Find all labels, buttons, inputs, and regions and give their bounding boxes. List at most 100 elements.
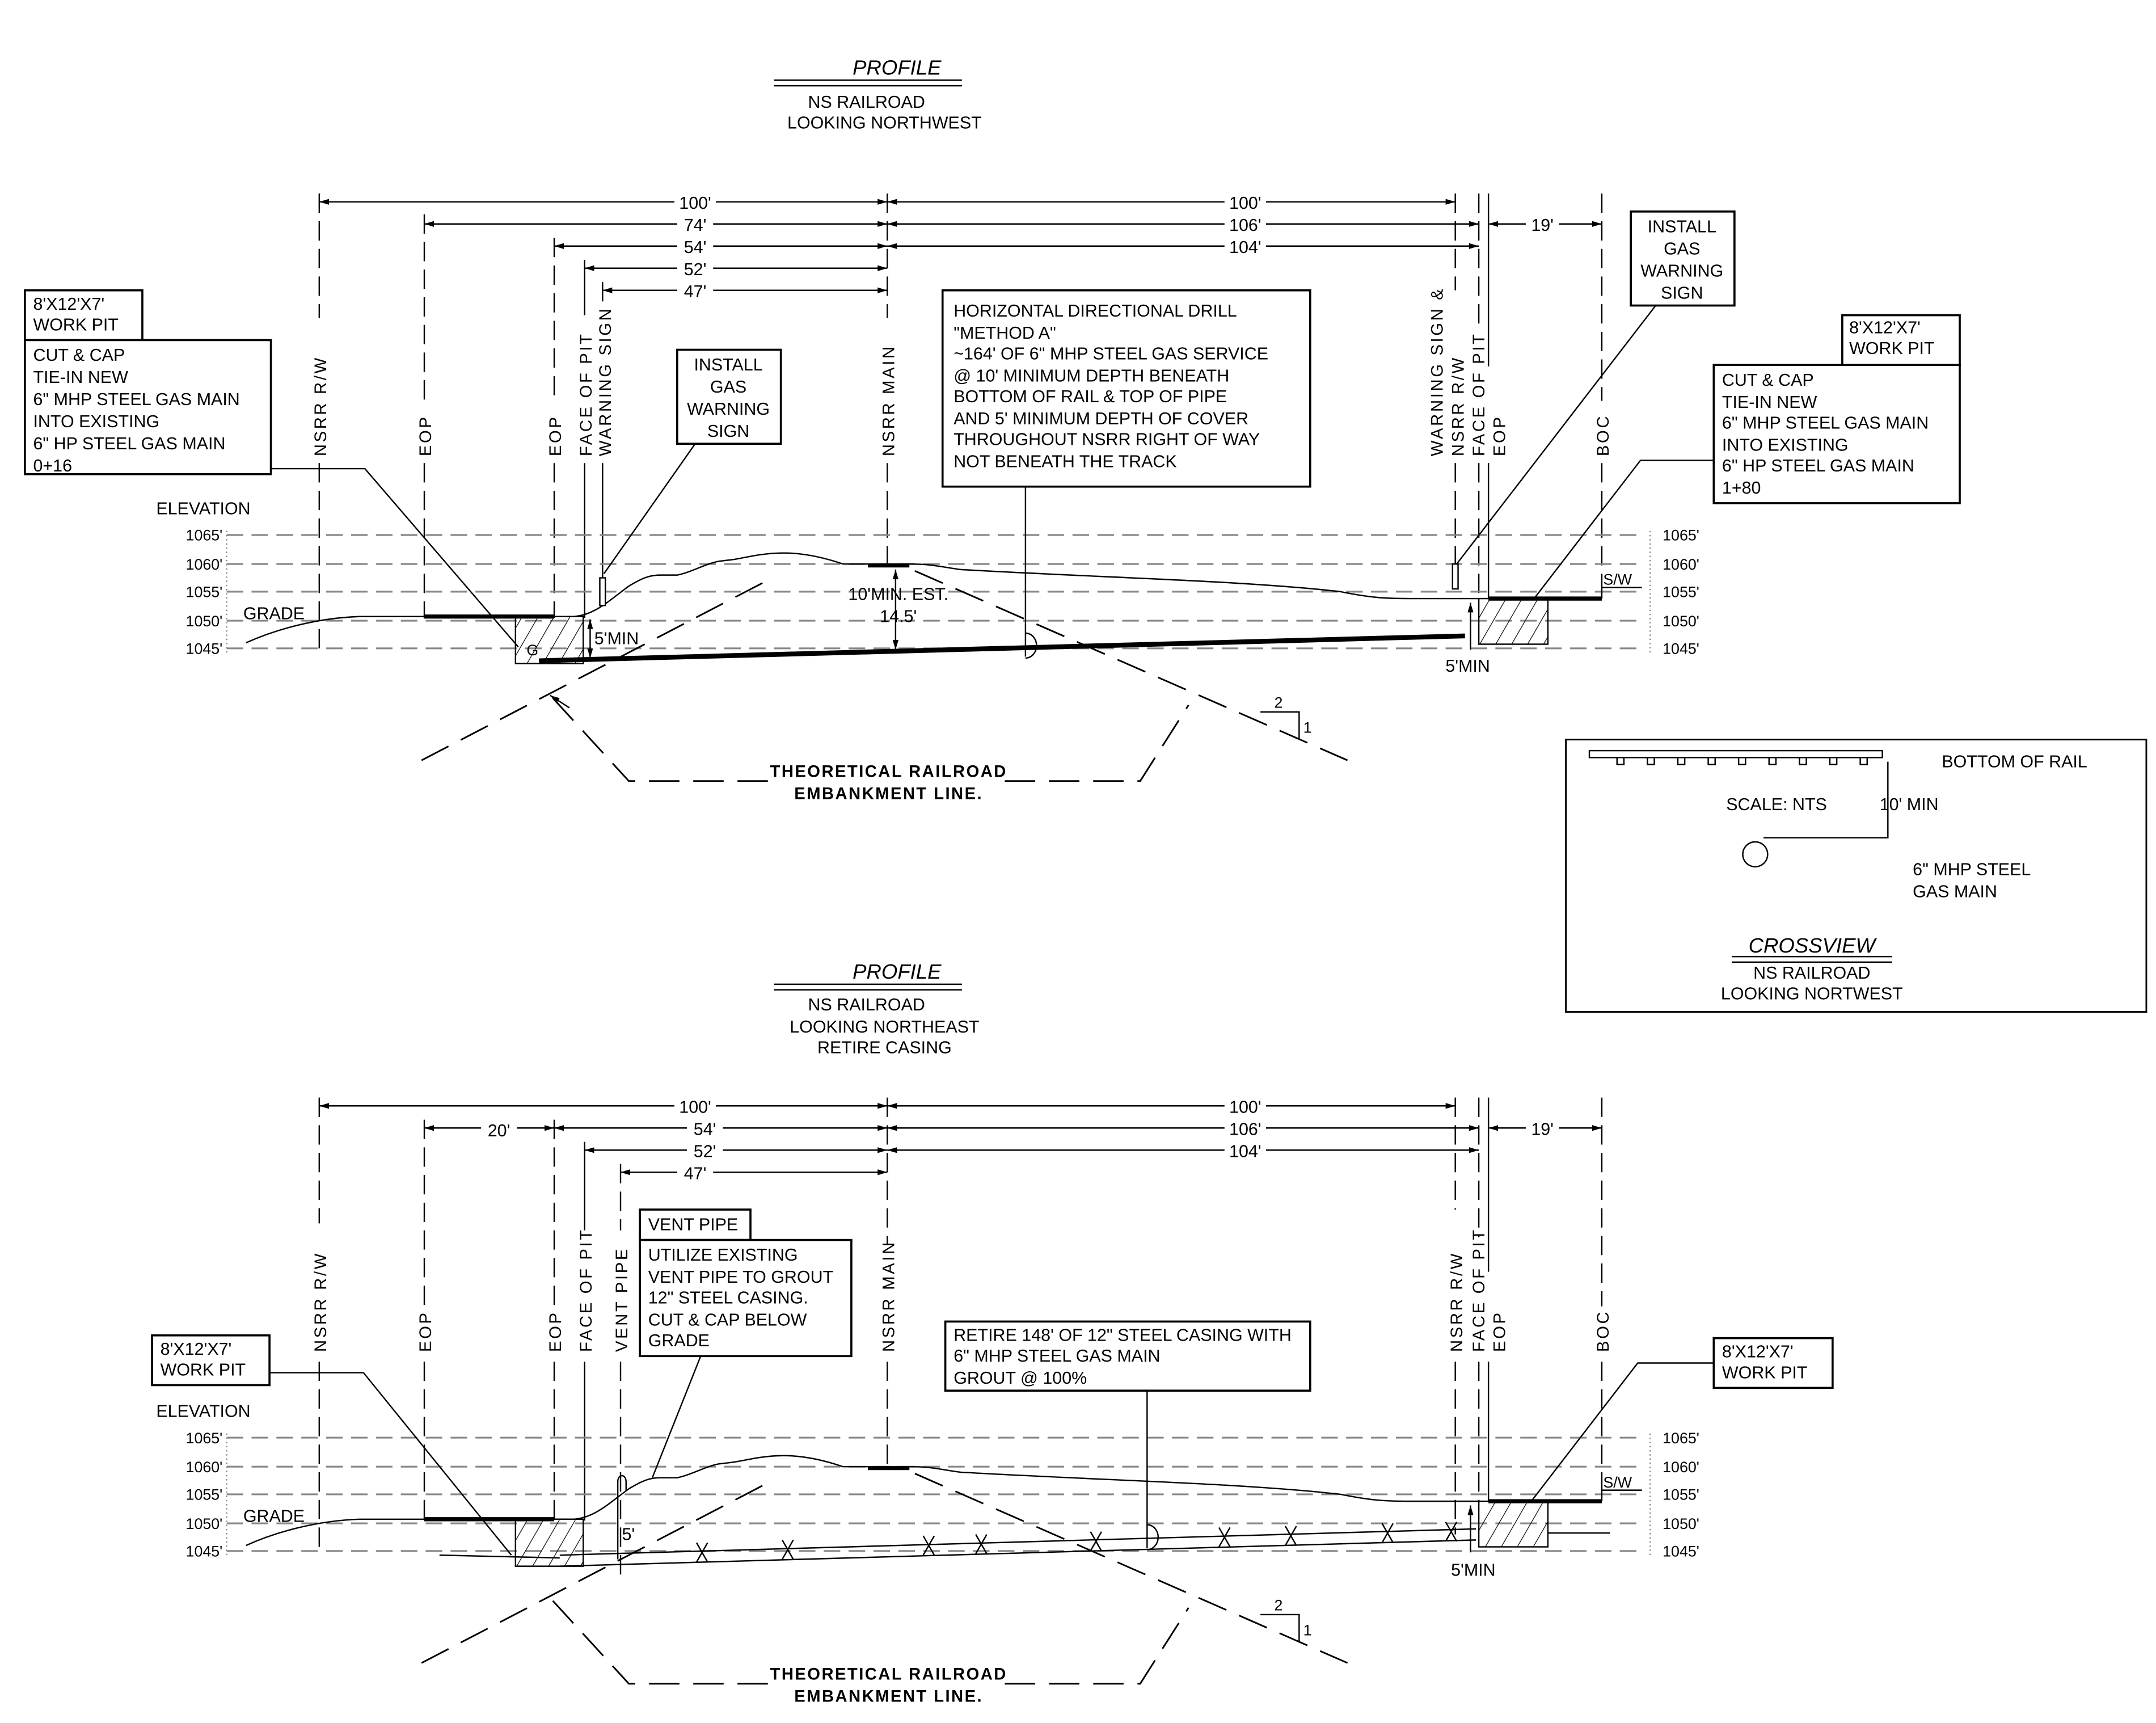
pipe-label: 6" MHP STEEL [1913,860,2031,879]
top-profile-subtitle: LOOKING NORTHWEST [787,113,982,133]
min-cover-label: 5'MIN [1445,656,1490,676]
dim-label: 74' [684,216,707,235]
ref-label-face-of-pit: FACE OF PIT [1470,1228,1488,1352]
right-pit-callout: 8'X12'X7' WORK PIT [1530,1337,1834,1502]
pipe-label: GAS MAIN [1913,882,1997,901]
callout-text: VENT PIPE [648,1215,738,1235]
bottom-of-rail-label: BOTTOM OF RAIL [1942,752,2087,771]
right-work-pit [1478,597,1549,645]
slope-rise: 2 [1274,1597,1282,1614]
ref-label-warning-sign: WARNING SIGN [597,307,615,457]
left-sign-callout: INSTALL GAS WARNING SIGN [603,348,782,574]
ref-label-nsrr-rw: NSRR R/W [1448,1252,1466,1352]
callout-text: 8'X12'X7' [161,1339,232,1359]
elevation-tick: 1050' [186,613,223,630]
callout-text: 6" HP STEEL GAS MAIN [33,434,225,453]
steel-casing [439,1522,1610,1567]
callout-text: ~164' OF 6" MHP STEEL GAS SERVICE [953,344,1268,364]
left-pit-callout: 8'X12'X7' WORK PIT CUT & CAP TIE-IN NEW … [24,289,519,648]
vent-pipe [617,1475,627,1560]
callout-text: HORIZONTAL DIRECTIONAL DRILL [953,301,1237,321]
elevation-tick: 1060' [186,556,223,573]
callout-text: 1+80 [1722,478,1761,498]
embankment-label: EMBANKMENT LINE. [794,785,983,803]
bottom-profile-subtitle: LOOKING NORTHEAST [790,1017,979,1037]
ref-label-face-of-pit: FACE OF PIT [1470,332,1488,456]
elevation-tick: 1060' [186,1459,223,1476]
min-cover-label: 5'MIN [594,629,639,648]
gas-main-icon [1742,841,1769,867]
bottom-profile-subtitle: NS RAILROAD [808,995,925,1014]
slope-run: 1 [1303,719,1312,736]
top-profile-subtitle: NS RAILROAD [808,92,925,112]
callout-text: GROUT @ 100% [953,1368,1087,1388]
callout-text: GAS [1664,239,1700,258]
dim-label: 100' [1229,1097,1261,1117]
bottom-dimension-lines [319,1103,1602,1176]
left-work-pit [514,1518,584,1567]
ref-label-boc: BOC [1594,1310,1613,1352]
elevation-tick: 1055' [186,1486,223,1503]
dim-label: 106' [1229,216,1261,235]
callout-text: INSTALL [694,355,762,374]
elevation-tick: 1055' [1663,584,1699,601]
top-reference-lines [318,193,1603,650]
hdd-marker [1025,632,1037,659]
callout-text: GRADE [648,1331,710,1350]
ref-label-nsrr-main: NSRR MAIN [880,344,898,456]
callout-text: GAS [710,377,746,397]
ref-label-eop: EOP [417,1311,435,1352]
elevation-tick: 1065' [186,527,223,544]
top-profile: PROFILE NS RAILROAD LOOKING NORTHWEST 10… [24,56,1961,803]
vent-pipe-callout: VENT PIPE UTILIZE EXISTING VENT PIPE TO … [639,1208,853,1478]
depth-label: 14.5' [880,606,917,626]
elevation-tick: 1045' [1663,641,1699,658]
bottom-terrain: S/W [246,1455,1642,1547]
min-depth-label: 10'MIN. EST. [848,585,948,604]
crossview-subtitle: NS RAILROAD [1753,963,1870,983]
dim-label: 100' [679,1097,711,1117]
callout-text: SIGN [707,422,749,441]
dim-label: 106' [1229,1119,1261,1139]
top-dimension-labels: 100' 74' 54' 52' 47' 100' 106' 104' 19' [674,191,1559,301]
elevation-tick: 1055' [1663,1486,1699,1503]
grade-label: GRADE [243,1507,305,1526]
ref-label-nsrr-rw: NSRR R/W [1449,356,1467,456]
elevation-tick: 1065' [186,1430,223,1447]
callout-text: 12" STEEL CASING. [648,1288,808,1308]
callout-text: CUT & CAP BELOW [648,1311,807,1330]
dim-label: 52' [694,1141,716,1161]
bottom-elevation-grid: ELEVATION 1065' 1060' 1055' 1050' 1045' … [156,1402,1699,1560]
bottom-profile-subtitle: RETIRE CASING [817,1038,952,1058]
ref-label-nsrr-rw: NSRR R/W [312,356,330,456]
callout-text: 8'X12'X7' [1722,1342,1794,1362]
ref-label-eop: EOP [1491,1311,1509,1352]
elevation-tick: 1045' [1663,1543,1699,1560]
dim-label: 47' [684,282,707,301]
elevation-tick: 1050' [1663,613,1699,630]
callout-text: CUT & CAP [1722,370,1814,390]
callout-text: 8'X12'X7' [33,294,104,314]
callout-text: RETIRE 148' OF 12" STEEL CASING WITH [953,1325,1292,1345]
callout-text: AND 5' MINIMUM DEPTH OF COVER [953,409,1248,428]
centerline-marker: G [526,642,538,659]
callout-text: WARNING [1640,261,1723,280]
top-profile-title: PROFILE [853,56,942,79]
elevation-tick: 1065' [1663,527,1699,544]
callout-text: 6" MHP STEEL GAS MAIN [33,390,239,409]
elevation-tick: 1065' [1663,1430,1699,1447]
callout-text: TIE-IN NEW [1722,393,1817,412]
dim-label: 47' [684,1164,707,1183]
elevation-label: ELEVATION [156,1402,250,1421]
right-work-pit [1478,1500,1549,1548]
left-work-pit [514,616,584,664]
dim-label: 19' [1531,1119,1554,1139]
sidewalk-label: S/W [1603,571,1632,588]
callout-text: @ 10' MINIMUM DEPTH BENEATH [953,366,1229,386]
slope-rise: 2 [1274,694,1282,711]
top-dimension-lines [319,199,1602,293]
elevation-tick: 1050' [1663,1515,1699,1532]
bottom-dimension-labels: 100' 20' 54' 52' 47' 100' 106' 104' 19' [480,1094,1559,1183]
dim-label: 100' [1229,193,1261,213]
callout-text: VENT PIPE TO GROUT [648,1267,833,1287]
